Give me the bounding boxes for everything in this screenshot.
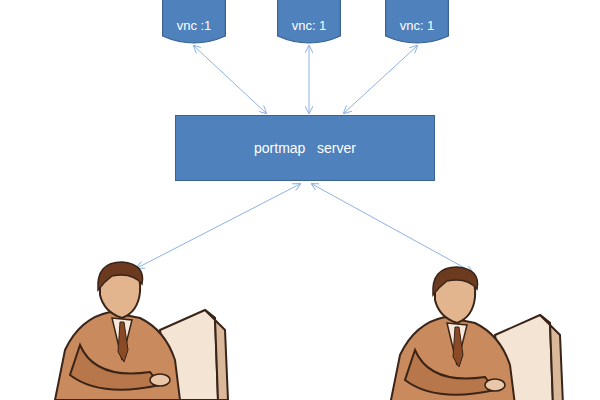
double-arrow <box>309 46 310 113</box>
double-arrow <box>344 46 417 113</box>
user-link <box>137 184 300 268</box>
user-figure <box>55 262 228 400</box>
label-holder: vnc :1 <box>162 17 226 34</box>
double-arrow <box>194 46 266 113</box>
vnc-cylinder: vnc: 1 <box>277 0 341 44</box>
user-link <box>312 184 472 272</box>
vnc-cylinder: vnc :1 <box>162 0 226 44</box>
vnc-label: vnc: 1 <box>277 17 341 34</box>
vnc-label: vnc :1 <box>162 17 226 34</box>
server-label: portmap server <box>254 140 356 156</box>
vnc-cylinder: vnc: 1 <box>385 0 449 44</box>
server-box: portmap server <box>175 115 435 181</box>
label-holder: vnc: 1 <box>385 17 449 34</box>
vnc-label: vnc: 1 <box>385 17 449 34</box>
label-holder: vnc: 1 <box>277 17 341 34</box>
